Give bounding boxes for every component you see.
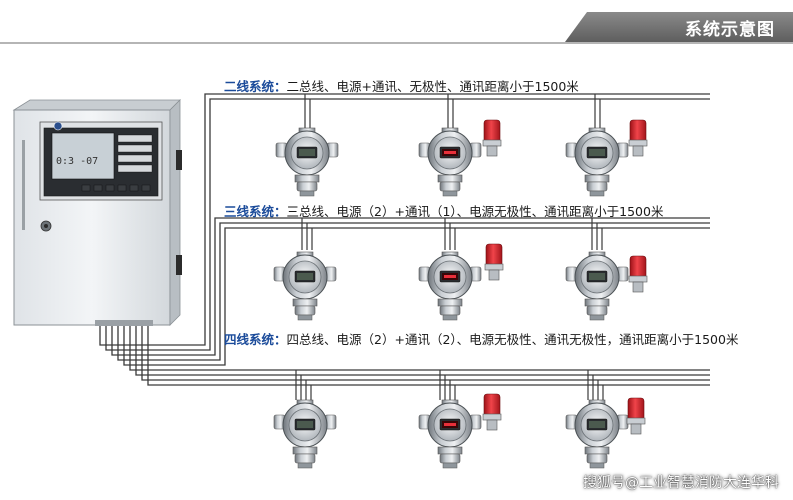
- bus-4wire-3: [141, 322, 710, 381]
- system-label-4wire: 四线系统：四总线、电源（2）+通讯（2）、电源无极性、通讯无极性，通讯距离小于1…: [224, 329, 738, 348]
- bus-4wire-4: [147, 322, 710, 386]
- detector-row-2wire: [275, 119, 648, 197]
- controller-cabinet: 0:3 -07: [12, 99, 182, 326]
- system-label-3wire: 三线系统：三总线、电源（2）+通讯（1）、电源无极性、通讯距离小于1500米: [224, 201, 663, 220]
- alarm-lamp-icon: [628, 255, 648, 293]
- bus-3wire-3: [123, 227, 710, 366]
- bus-2wire-2: [105, 98, 710, 351]
- system-label-2wire: 二线系统：二总线、电源+通讯、无极性、通讯距离小于1500米: [224, 76, 579, 95]
- system-name: 四线系统：: [224, 332, 287, 347]
- bus-2wire-1: [99, 93, 710, 346]
- gas-detector-icon: [565, 251, 629, 321]
- system-desc: 三总线、电源（2）+通讯（1）、电源无极性、通讯距离小于1500米: [286, 204, 664, 219]
- detector-row-4wire: [273, 393, 646, 469]
- bus-4wire-2: [135, 322, 710, 376]
- alarm-lamp-icon: [484, 243, 504, 281]
- lcd-reading: 0:3 -07: [56, 156, 98, 167]
- alarm-lamp-icon: [626, 397, 646, 435]
- system-name: 二线系统：: [224, 79, 287, 94]
- gas-detector-icon: [565, 399, 629, 469]
- alarm-lamp-icon: [628, 119, 648, 157]
- gas-detector-icon: [565, 127, 629, 197]
- gas-detector-icon: [273, 251, 337, 321]
- system-name: 三线系统：: [224, 204, 287, 219]
- gas-detector-icon: [275, 127, 339, 197]
- title-divider: [0, 42, 793, 44]
- alarm-lamp-icon: [482, 119, 502, 157]
- system-desc: 二总线、电源+通讯、无极性、通讯距离小于1500米: [286, 79, 579, 94]
- controller-lcd: [51, 132, 115, 180]
- page-title: 系统示意图: [565, 12, 793, 42]
- bus-4wire-1: [129, 322, 710, 371]
- gas-detector-icon: [419, 400, 481, 468]
- bus-3wire-2: [117, 222, 710, 361]
- bus-wires: [99, 93, 710, 386]
- device-drops: [295, 94, 604, 400]
- page-title-text: 系统示意图: [685, 19, 775, 40]
- watermark: 搜狐号@工业智慧消防大连华科: [583, 475, 779, 491]
- system-desc: 四总线、电源（2）+通讯（2）、电源无极性、通讯无极性，通讯距离小于1500米: [286, 332, 739, 347]
- alarm-lamp-icon: [482, 393, 502, 431]
- detector-row-3wire: [273, 243, 648, 321]
- bus-3wire-1: [111, 217, 710, 356]
- gas-detector-icon: [419, 128, 481, 196]
- gas-detector-icon: [273, 399, 337, 469]
- gas-detector-icon: [419, 252, 481, 320]
